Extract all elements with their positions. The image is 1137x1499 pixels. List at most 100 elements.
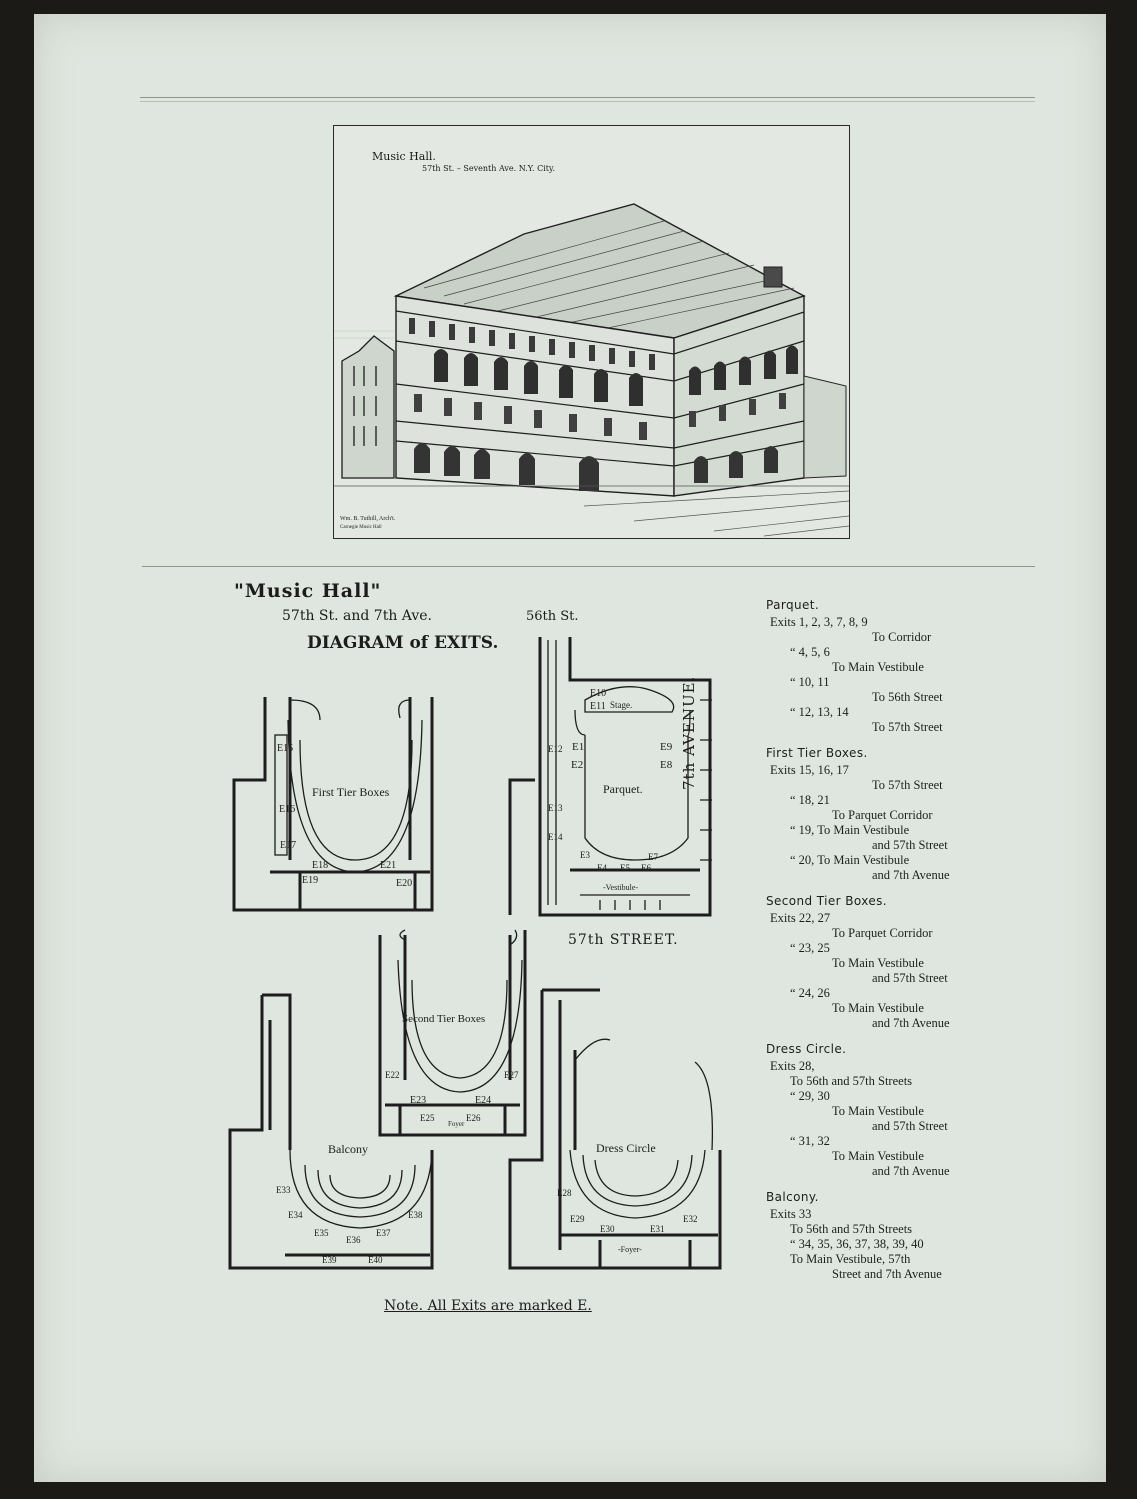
exit-route-line: To 56th and 57th Streets <box>790 1222 913 1236</box>
exit-route-line: and 7th Avenue <box>872 1016 950 1030</box>
exit-route-line: To 56th Street <box>872 690 943 704</box>
exit-marker: E11 <box>590 701 606 712</box>
exit-marker: E29 <box>570 1214 585 1224</box>
exit-route-line: and 57th Street <box>872 971 948 985</box>
engraving-credit-architect: Wm. B. Tuthill, Arch't. <box>340 516 396 522</box>
exit-route-line: Exits 33 <box>770 1207 812 1221</box>
second-tier-foyer-label: Foyer <box>448 1120 465 1128</box>
plan-dress-circle: Dress Circle -Foyer- E28 E29 E30 E31 E32 <box>508 988 722 1270</box>
exit-route-line: To Main Vestibule <box>832 660 924 674</box>
exit-route-line: “ 20, To Main Vestibule <box>790 853 910 867</box>
exit-route-line: “ 10, 11 <box>790 675 830 689</box>
exit-route-line: To Corridor <box>872 630 932 644</box>
exit-marker: E14 <box>548 832 563 842</box>
exit-route-line: “ 24, 26 <box>790 986 830 1000</box>
exit-route-line: To 56th and 57th Streets <box>790 1074 913 1088</box>
exit-marker: E23 <box>410 1095 426 1106</box>
exit-marker: E3 <box>580 850 590 860</box>
exit-marker: E17 <box>280 840 296 851</box>
exit-marker: E31 <box>650 1224 665 1234</box>
exit-marker: E34 <box>288 1210 303 1220</box>
exit-route-line: To Main Vestibule <box>832 1104 924 1118</box>
exit-marker: E27 <box>504 1070 519 1080</box>
diagram-title: "Music Hall" <box>234 580 382 602</box>
exit-marker: E2 <box>571 759 583 771</box>
exit-marker: E38 <box>408 1210 423 1220</box>
exit-marker: E19 <box>302 875 318 886</box>
parquet-label: Parquet. <box>603 782 643 796</box>
exit-route-line: “ 19, To Main Vestibule <box>790 823 910 837</box>
exit-section-title: Second Tier Boxes. <box>766 894 887 908</box>
parquet-vestibule-label: -Vestibule- <box>603 883 638 892</box>
exit-marker: E39 <box>322 1255 337 1265</box>
exit-route-line: Street and 7th Avenue <box>832 1267 942 1281</box>
exit-marker: E21 <box>380 860 396 871</box>
exit-section-title: Parquet. <box>766 598 820 612</box>
engraving-credit-line: Carnegie Music Hall <box>340 525 382 530</box>
section-gap <box>762 883 962 894</box>
building-illustration <box>334 203 849 537</box>
exit-marker: E32 <box>683 1214 698 1224</box>
exit-route-line: and 7th Avenue <box>872 868 950 882</box>
parquet-stage-label: Stage. <box>610 700 632 710</box>
music-hall-engraving: Music Hall. 57th St. – Seventh Ave. N.Y.… <box>333 125 850 539</box>
exit-marker: E40 <box>368 1255 383 1265</box>
exit-route-line: To 57th Street <box>872 778 943 792</box>
diagram-address: 57th St. and 7th Ave. <box>282 608 432 624</box>
exit-marker: E12 <box>548 744 563 754</box>
exit-marker: E10 <box>590 688 606 699</box>
exit-route-line: To Main Vestibule, 57th <box>790 1252 911 1266</box>
exit-marker: E33 <box>276 1185 291 1195</box>
exit-route-line: “ 34, 35, 36, 37, 38, 39, 40 <box>790 1237 924 1251</box>
exit-marker: E30 <box>600 1224 615 1234</box>
exit-marker: E5 <box>620 863 630 873</box>
section-gap <box>762 735 962 746</box>
exit-route-line: Exits 22, 27 <box>770 911 831 925</box>
exit-marker: E35 <box>314 1228 329 1238</box>
exit-marker: E28 <box>557 1188 572 1198</box>
top-rule-2 <box>140 101 1035 102</box>
exit-section-title: Dress Circle. <box>766 1042 847 1056</box>
exit-marker: E1 <box>572 741 584 753</box>
exit-marker: E20 <box>396 878 412 889</box>
section-gap <box>762 1179 962 1190</box>
plan-second-tier-boxes: Second Tier Boxes Foyer E22 E23 E24 E25 … <box>378 929 527 1137</box>
exit-marker: E18 <box>312 860 328 871</box>
exit-route-line: and 57th Street <box>872 838 948 852</box>
plan-first-tier-boxes: First Tier Boxes E15 E16 E17 E18 E19 E20… <box>232 697 434 912</box>
exit-route-line: and 57th Street <box>872 1119 948 1133</box>
exit-route-line: and 7th Avenue <box>872 1164 950 1178</box>
exit-route-line: “ 18, 21 <box>790 793 830 807</box>
exit-marker: E8 <box>660 759 673 771</box>
exit-marker: E13 <box>548 803 563 813</box>
section-gap <box>762 1031 962 1042</box>
diagram-note: Note. All Exits are marked E. <box>384 1298 592 1314</box>
exit-marker: E6 <box>641 863 651 873</box>
exit-route-line: To Main Vestibule <box>832 1001 924 1015</box>
exit-marker: E26 <box>466 1113 481 1123</box>
exit-route-line: To Main Vestibule <box>832 956 924 970</box>
section-gap <box>762 1282 962 1293</box>
engraving-caption-address: 57th St. – Seventh Ave. N.Y. City. <box>422 164 555 173</box>
exit-marker: E16 <box>279 804 295 815</box>
exit-marker: E37 <box>376 1228 391 1238</box>
exit-marker: E24 <box>475 1095 491 1106</box>
exit-route-line: “ 31, 32 <box>790 1134 830 1148</box>
diagram-subtitle: DIAGRAM of EXITS. <box>307 633 499 653</box>
balcony-label: Balcony <box>328 1142 368 1156</box>
engraving-caption-title: Music Hall. <box>372 150 436 163</box>
top-rule <box>140 97 1035 98</box>
exit-marker: E25 <box>420 1113 435 1123</box>
exit-route-line: Exits 15, 16, 17 <box>770 763 849 777</box>
middle-rule <box>142 566 1035 567</box>
street-south-label: 57th STREET. <box>568 932 679 948</box>
exit-route-line: “ 29, 30 <box>790 1089 830 1103</box>
exit-marker: E9 <box>660 741 673 753</box>
exit-route-line: To Main Vestibule <box>832 1149 924 1163</box>
exit-marker: E7 <box>648 852 658 862</box>
first-tier-label: First Tier Boxes <box>312 785 390 799</box>
exit-route-line: To Parquet Corridor <box>832 926 933 940</box>
plan-parquet: Parquet. Stage. -Vestibule- E10 E11 E1 E… <box>508 637 712 917</box>
exit-marker: E15 <box>277 743 293 754</box>
